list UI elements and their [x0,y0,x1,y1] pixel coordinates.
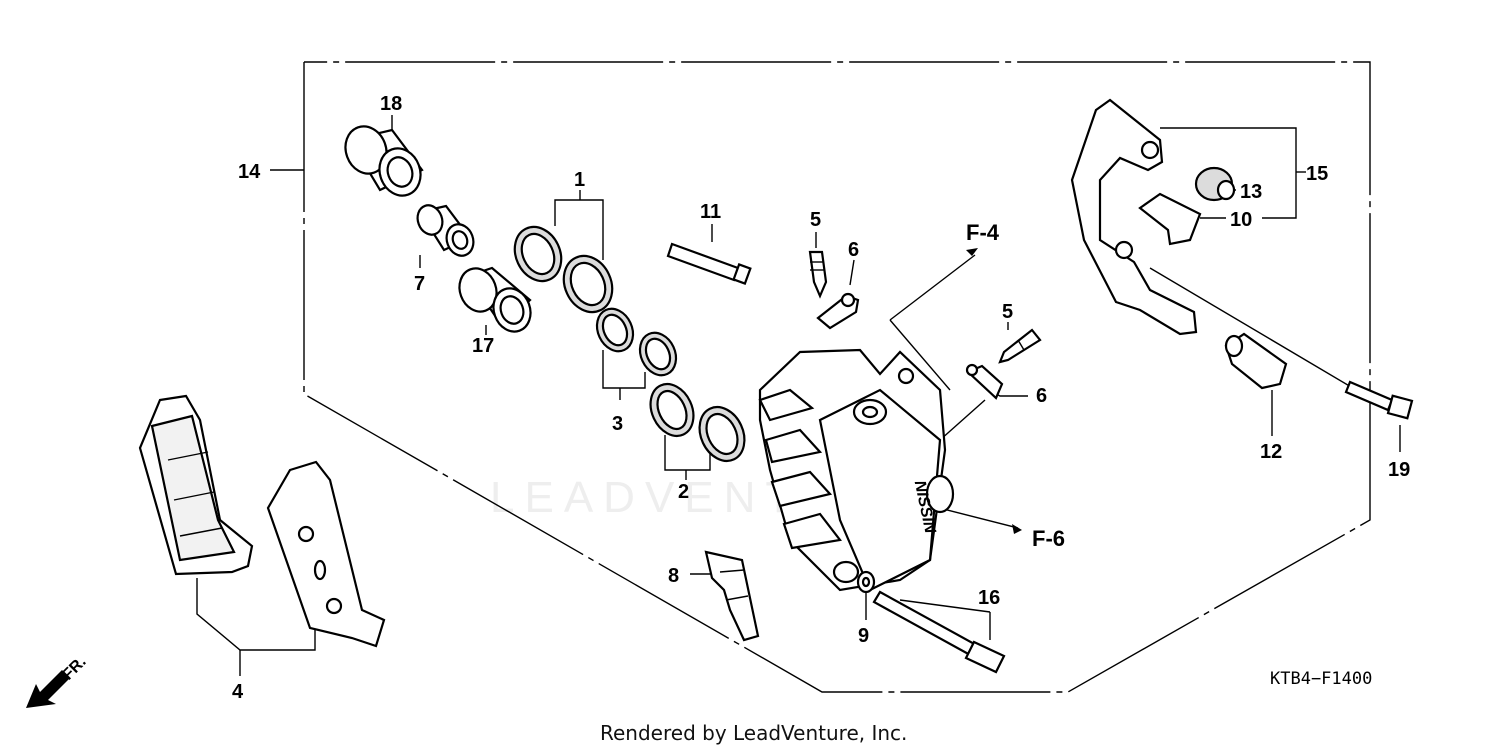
callout-7: 7 [414,273,425,295]
reference-f4: F-4 [966,220,1000,245]
callout-8: 8 [668,565,679,587]
part-4-brake-pad-outer [138,394,254,576]
part-6-bleeder-cap-upper [816,292,860,330]
part-11-pad-pin [666,242,752,285]
part-3-dust-seals [595,307,678,377]
part-5-bleeder-lower [998,328,1042,364]
callout-19: 19 [1388,459,1410,481]
part-9-washer [856,570,876,594]
callout-18: 18 [380,93,402,115]
callout-6-lower: 6 [1036,385,1047,407]
part-6-bleeder-cap-lower [965,363,1004,400]
reference-f6: F-6 [1032,526,1065,551]
callout-5-upper: 5 [810,209,821,231]
part-15-caliper-bracket [1070,98,1198,336]
callout-11: 11 [700,201,721,223]
callout-12: 12 [1260,441,1282,463]
callout-5-lower: 5 [1002,301,1013,323]
part-13-boot [1194,166,1236,202]
callout-17: 17 [472,335,494,357]
front-direction-arrow: FR. [26,653,90,708]
part-1-piston-seals [513,225,614,314]
ref-arrow-f4 [966,248,978,256]
callout-6-upper: 6 [848,239,859,261]
diagram-code: KTB4−F1400 [1270,669,1372,689]
callout-4: 4 [232,681,244,703]
part-5-bleeder-upper [808,250,828,299]
part-4-brake-pad-inner [266,460,386,648]
callout-3: 3 [612,413,623,435]
callout-10: 10 [1230,209,1252,231]
part-12-pin-boot [1224,332,1288,390]
part-2-piston-seals [649,383,746,462]
part-8-pad-spring [704,550,760,642]
leader-lines [196,115,1401,676]
ref-arrow-f6 [1012,524,1022,534]
part-19-bolt [1344,380,1414,420]
part-7-sleeve [416,204,475,257]
part-17-collar [458,266,532,333]
caliper-body: NISSIN [758,348,955,592]
callout-16: 16 [978,587,1000,609]
callout-13: 13 [1240,181,1262,203]
footer-credit: Rendered by LeadVenture, Inc. [600,721,907,745]
callout-labels: 18 14 1 7 17 3 2 4 11 5 6 5 6 8 9 16 15 … [232,93,1410,703]
part-18-collar [344,125,424,197]
assembly-boundary [303,61,1371,693]
part-10-retainer [1138,192,1202,246]
callout-9: 9 [858,625,869,647]
part-16-pin-bolt [872,590,1006,674]
callout-2: 2 [678,481,689,503]
callout-15: 15 [1306,163,1328,185]
callout-14: 14 [238,161,261,183]
callout-1: 1 [574,169,585,191]
